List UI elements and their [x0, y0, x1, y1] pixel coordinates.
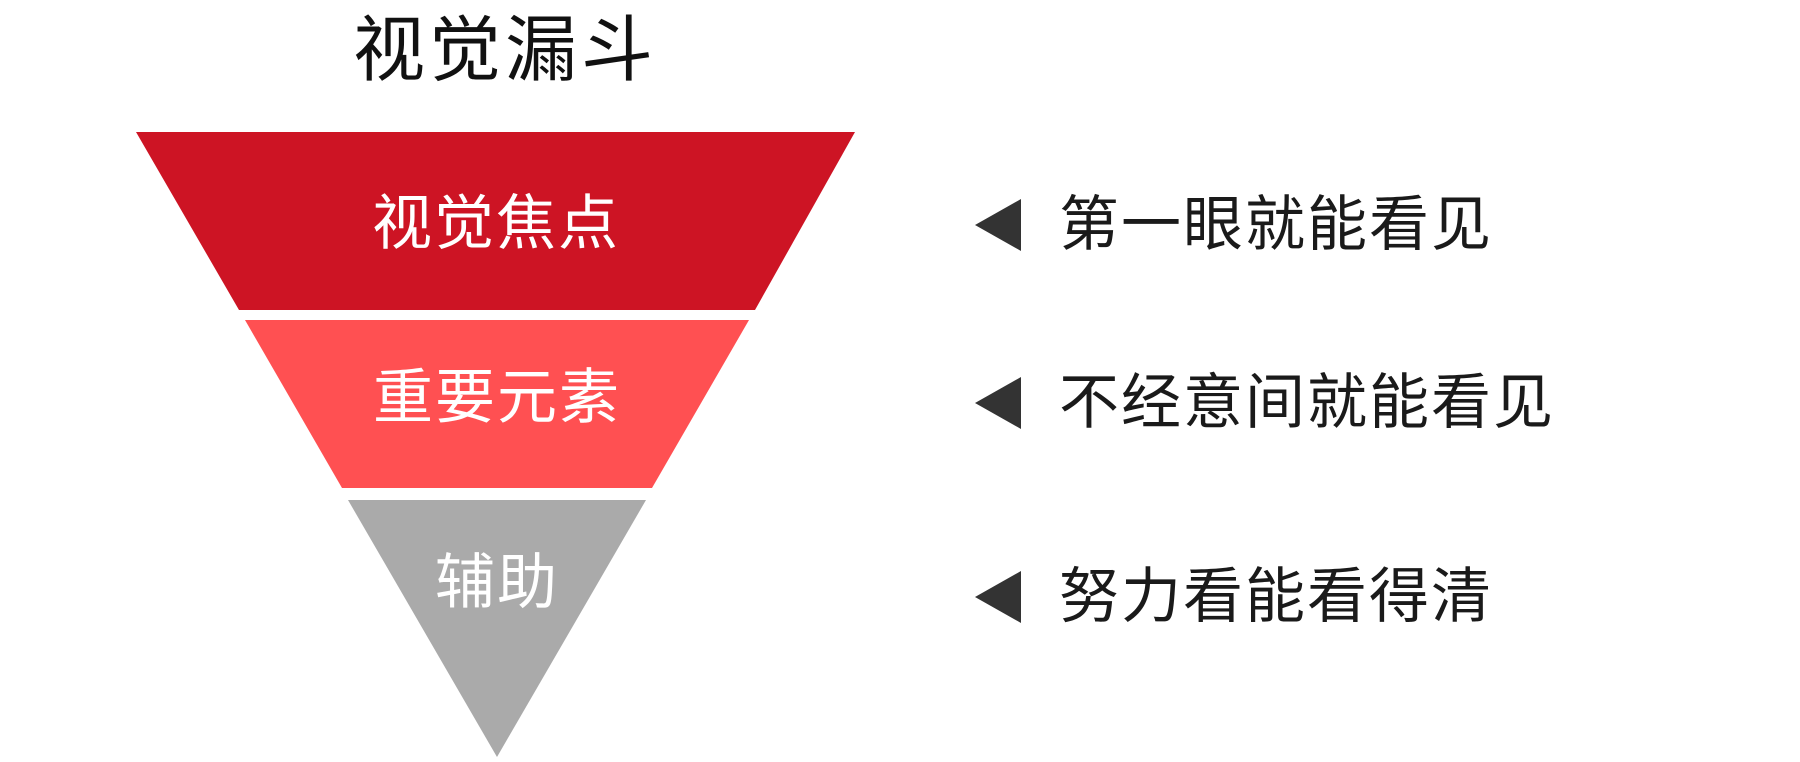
funnel-layer-auxiliary	[348, 500, 646, 757]
description-row-important: 不经意间就能看见	[975, 363, 1555, 443]
funnel-title: 视觉漏斗	[352, 8, 657, 92]
funnel-layer-auxiliary-label: 辅助	[435, 548, 559, 618]
description-focus: 第一眼就能看见	[1059, 190, 1493, 260]
description-row-auxiliary: 努力看能看得清	[975, 557, 1493, 637]
left-pointer-icon	[975, 571, 1021, 623]
funnel-layer-important-label: 重要元素	[373, 363, 621, 433]
funnel-layer-focus	[136, 132, 855, 310]
left-pointer-icon	[975, 377, 1021, 429]
description-row-focus: 第一眼就能看见	[975, 185, 1493, 265]
funnel-layer-focus-label: 视觉焦点	[372, 189, 620, 259]
description-auxiliary: 努力看能看得清	[1059, 562, 1493, 632]
funnel-layer-important	[245, 320, 749, 488]
left-pointer-icon	[975, 199, 1021, 251]
description-important: 不经意间就能看见	[1059, 368, 1555, 438]
